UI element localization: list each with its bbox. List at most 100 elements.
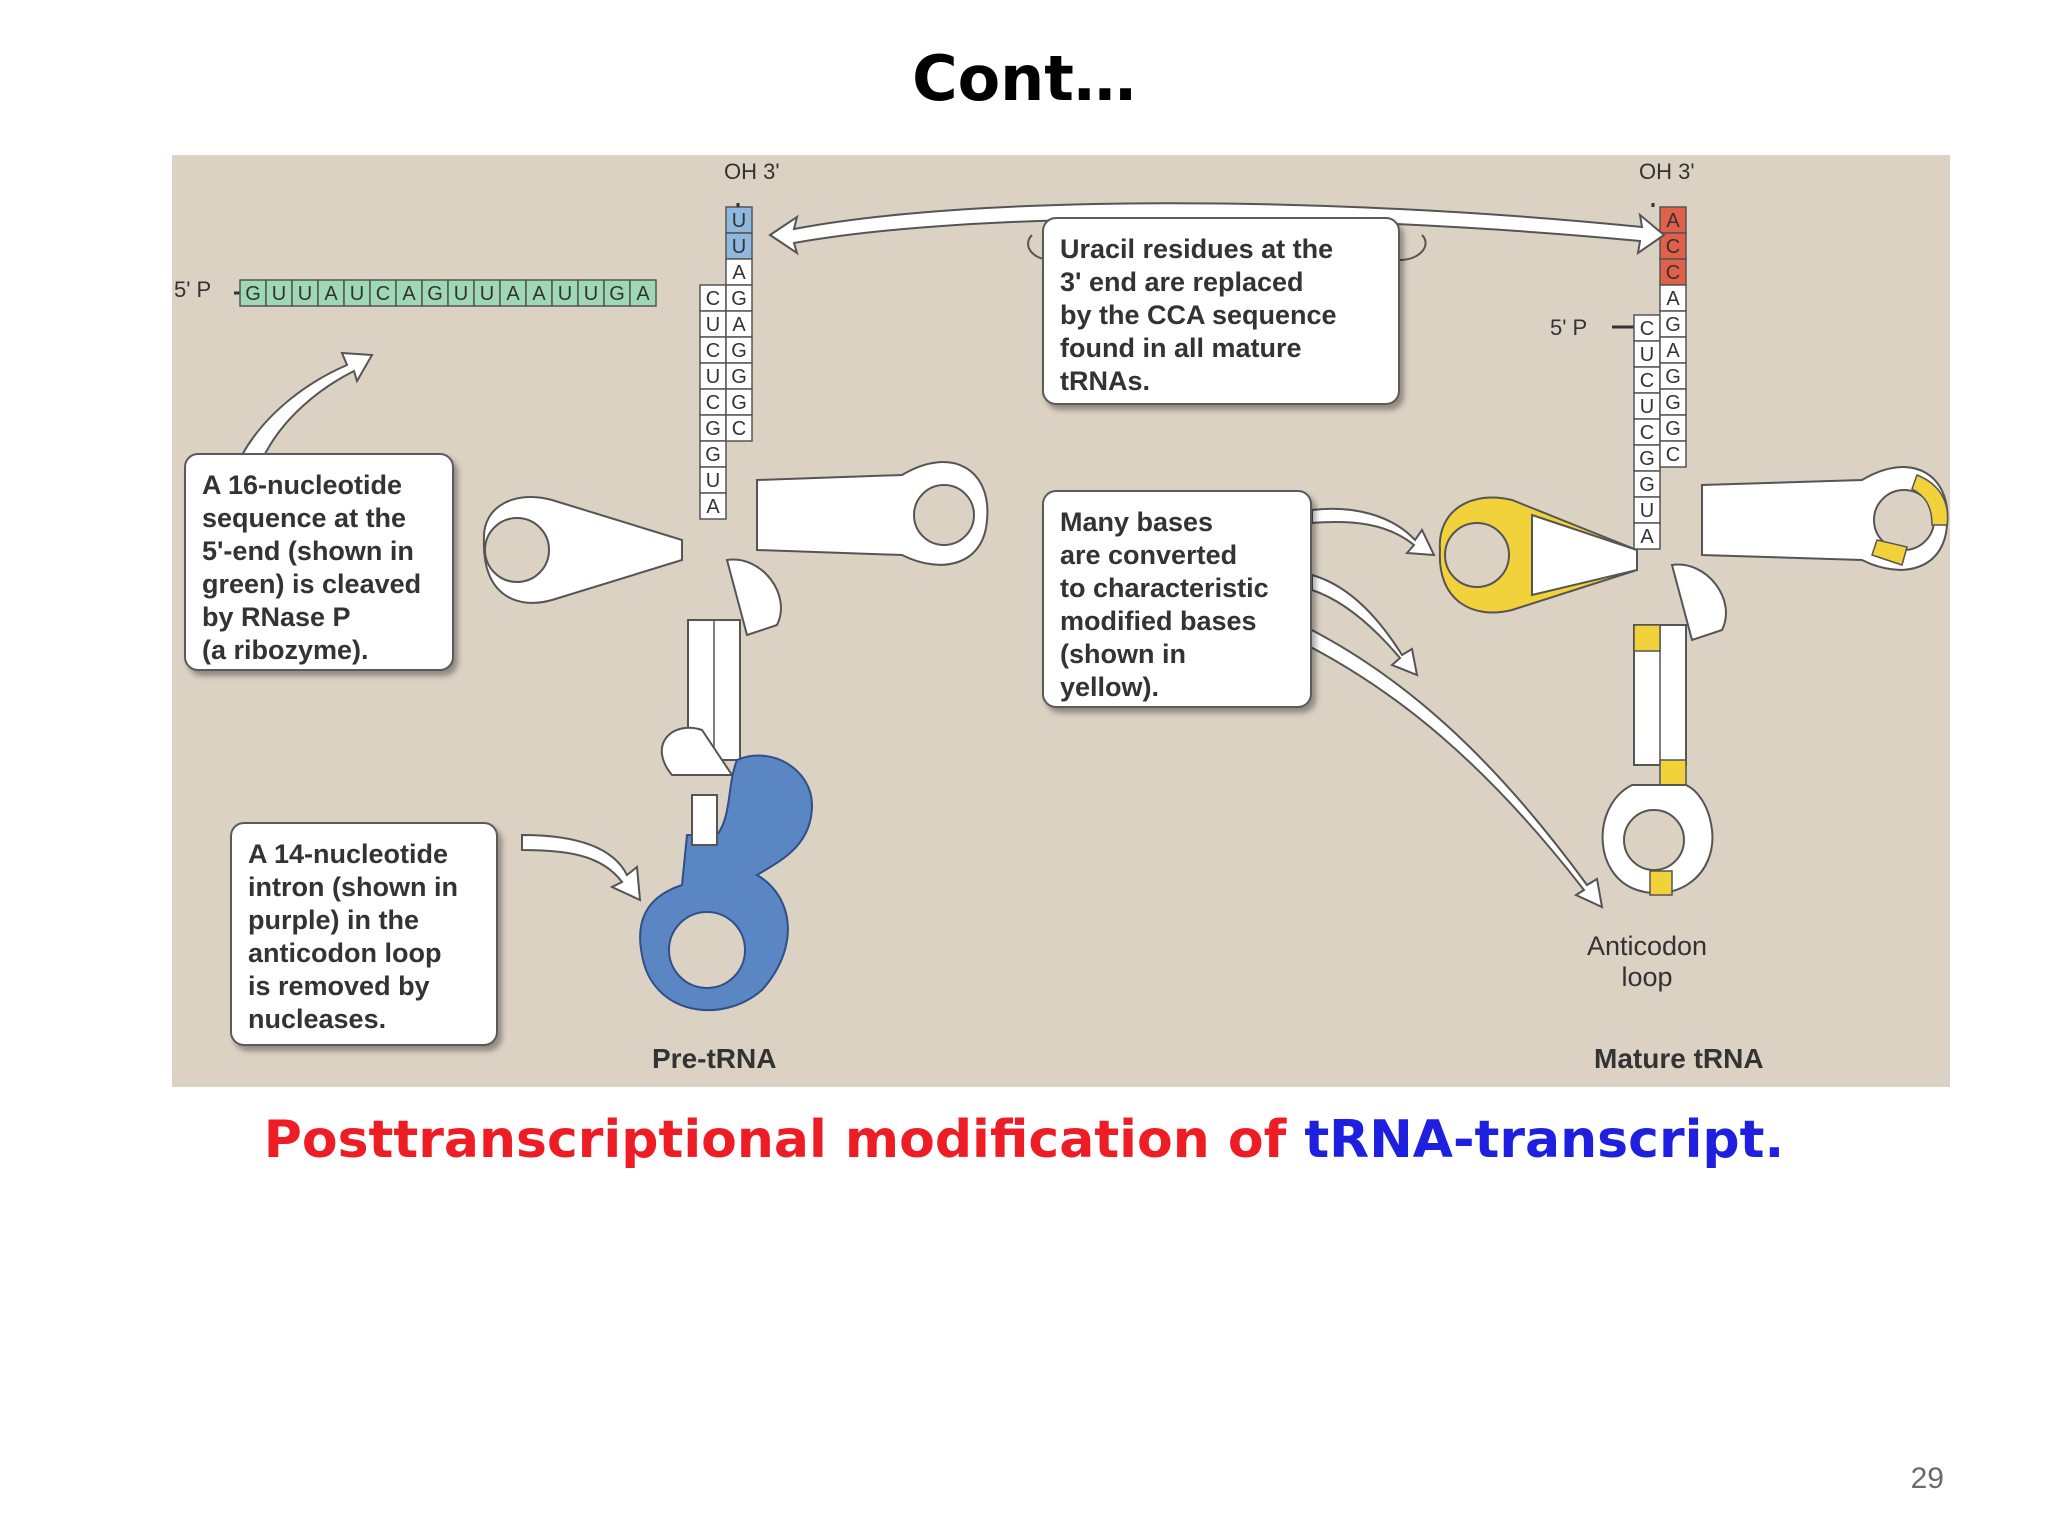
svg-text:G: G xyxy=(1665,314,1681,336)
svg-text:G: G xyxy=(1665,366,1681,388)
svg-text:U: U xyxy=(1640,396,1654,418)
svg-text:A: A xyxy=(324,283,338,305)
svg-text:G: G xyxy=(731,288,747,310)
svg-text:A: A xyxy=(506,283,520,305)
mature-trna-5prime-label: 5' P xyxy=(1550,315,1588,340)
svg-text:U: U xyxy=(706,470,720,492)
svg-text:U: U xyxy=(350,283,364,305)
svg-text:A: A xyxy=(1640,526,1654,548)
leader-base: A xyxy=(499,279,527,307)
svg-text:C: C xyxy=(1666,262,1680,284)
mature-trna-3prime-label: OH 3' xyxy=(1639,159,1695,184)
mature-anticodon-loop-hole xyxy=(1623,809,1685,871)
svg-text:G: G xyxy=(705,418,721,440)
uracil-double-arrow xyxy=(768,202,1666,256)
svg-text:C: C xyxy=(1640,370,1654,392)
pre-acceptor-base: C xyxy=(699,284,727,312)
anticodon-loop-label: Anticodon loop xyxy=(1586,931,1708,992)
svg-text:U: U xyxy=(1640,500,1654,522)
mature-acceptor-base: C xyxy=(1633,366,1661,394)
pre-acceptor-base: G xyxy=(725,284,753,312)
pre-acceptor-base: G xyxy=(699,414,727,442)
svg-text:U: U xyxy=(454,283,468,305)
svg-text:U: U xyxy=(1640,344,1654,366)
svg-text:C: C xyxy=(706,392,720,414)
leader-base: U xyxy=(447,279,475,307)
mature-acceptor-base: G xyxy=(1659,388,1687,416)
svg-text:A: A xyxy=(732,314,746,336)
svg-text:C: C xyxy=(706,288,720,310)
modified-callout: Many bases are converted to characterist… xyxy=(1042,490,1312,708)
svg-text:G: G xyxy=(1665,392,1681,414)
svg-text:A: A xyxy=(636,283,650,305)
mature-acceptor-base: C xyxy=(1659,440,1687,468)
pre-acceptor-base: C xyxy=(725,414,753,442)
svg-text:C: C xyxy=(732,418,746,440)
svg-text:G: G xyxy=(705,444,721,466)
pre-acceptor-base: U xyxy=(699,310,727,338)
slide-caption: Posttranscriptional modification of tRNA… xyxy=(0,1110,2048,1170)
svg-text:U: U xyxy=(272,283,286,305)
svg-text:A: A xyxy=(402,283,416,305)
mature-acceptor-base: A xyxy=(1633,522,1661,550)
intron-arrow xyxy=(521,833,642,902)
leader-base: A xyxy=(629,279,657,307)
leader-base: A xyxy=(317,279,345,307)
caption-part1: Posttranscriptional modification of xyxy=(263,1110,1305,1170)
leader-base: G xyxy=(421,279,449,307)
svg-text:G: G xyxy=(1665,418,1681,440)
svg-text:U: U xyxy=(584,283,598,305)
mature-acceptor-base: U xyxy=(1633,392,1661,420)
svg-text:G: G xyxy=(609,283,625,305)
svg-text:G: G xyxy=(427,283,443,305)
mature-acceptor-base: C xyxy=(1659,258,1687,286)
svg-text:C: C xyxy=(706,340,720,362)
svg-text:U: U xyxy=(480,283,494,305)
mature-acceptor-base: A xyxy=(1659,336,1687,364)
svg-text:A: A xyxy=(1666,210,1680,232)
pre-d-loop-hole xyxy=(484,517,550,583)
svg-text:A: A xyxy=(1666,288,1680,310)
pre-acceptor-base: U xyxy=(725,206,753,234)
svg-text:C: C xyxy=(1640,318,1654,340)
mature-acceptor-base: G xyxy=(1633,470,1661,498)
mature-acceptor-base: G xyxy=(1659,310,1687,338)
svg-text:G: G xyxy=(731,340,747,362)
svg-text:C: C xyxy=(376,283,390,305)
pre-acceptor-base: G xyxy=(699,440,727,468)
svg-text:C: C xyxy=(1640,422,1654,444)
mature-acceptor-base: A xyxy=(1659,284,1687,312)
leader-base: U xyxy=(343,279,371,307)
mature-acceptor-base: A xyxy=(1659,206,1687,234)
svg-text:G: G xyxy=(1639,474,1655,496)
svg-text:U: U xyxy=(732,236,746,258)
intron-callout: A 14-nucleotide intron (shown in purple)… xyxy=(230,822,498,1046)
mature-acceptor-base: C xyxy=(1633,418,1661,446)
pre-acceptor-base: U xyxy=(725,232,753,260)
svg-text:C: C xyxy=(1666,444,1680,466)
leader-base: U xyxy=(577,279,605,307)
leader-base: G xyxy=(603,279,631,307)
leader-base: U xyxy=(291,279,319,307)
pre-trna-5prime-label: 5' P xyxy=(174,277,212,302)
svg-text:A: A xyxy=(732,262,746,284)
mature-acceptor-base: U xyxy=(1633,496,1661,524)
leader-base: C xyxy=(369,279,397,307)
leader-base: U xyxy=(265,279,293,307)
leader-base: U xyxy=(473,279,501,307)
pre-acceptor-base: A xyxy=(699,492,727,520)
svg-text:G: G xyxy=(1639,448,1655,470)
mature-acceptor-base: U xyxy=(1633,340,1661,368)
pre-acceptor-base: U xyxy=(699,466,727,494)
slide-title: Cont… xyxy=(912,42,1136,115)
pre-trna-label: Pre-tRNA xyxy=(652,1043,777,1074)
